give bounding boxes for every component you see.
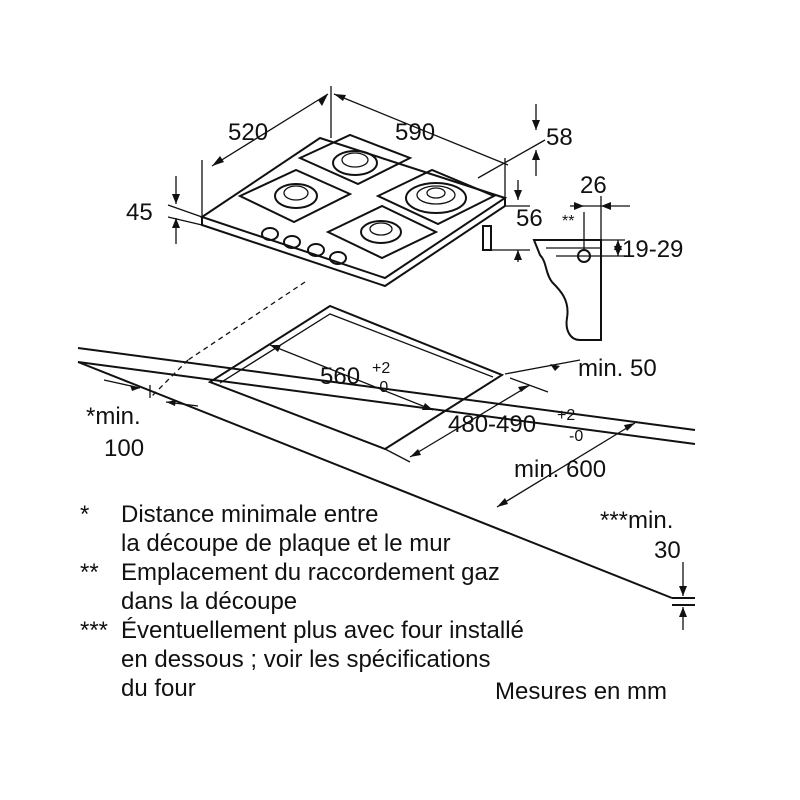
pan-support [297,133,413,186]
footnote-mark: * [80,501,90,528]
dim-underside-min-label: ***min. [600,507,673,534]
units-note: Mesures en mm [495,678,668,705]
pan-support [325,204,439,260]
dim-cutout-width-tol-plus: +2 [372,360,390,377]
burner [360,220,402,244]
burner [332,150,378,176]
dim-hob-front-height: 56 [516,205,543,232]
worktop [77,347,696,606]
dim-cutout-width-tol-minus: -0 [374,379,388,396]
gas-connection-marker: ** [562,213,574,230]
burner-cap [426,187,446,199]
dim-hob-depth: 520 [228,119,268,146]
footnote-text: Éventuellement plus avec four installé [121,617,524,644]
dim-gas-offset-range: 19-29 [622,236,683,263]
dim-cutout-depth: 480-490 [448,411,536,438]
dim-cutout-depth-tol-minus: -0 [569,428,583,445]
footnote: ** Emplacement du raccordement gaz dans … [80,558,620,616]
hob [199,133,508,288]
footnote-text: en dessous ; voir les spécifications [121,646,491,673]
dim-front-edge-min: min. 50 [578,355,657,382]
dim-hob-width: 590 [395,119,435,146]
dim-cutout-width: 560 [320,363,360,390]
burner [405,182,467,214]
dim-worktop-min-depth: min. 600 [514,456,606,483]
dim-cutout-depth-tol-plus: +2 [557,407,575,424]
burner [274,183,318,209]
control-knob [261,227,279,241]
dim-hob-thickness: 45 [126,199,153,226]
pan-support [375,168,497,226]
dim-hob-height-back: 58 [546,124,573,151]
footnote: * Distance minimale entre la découpe de … [80,500,620,558]
footnote-mark: *** [80,617,109,644]
footnote-text: Distance minimale entre [121,501,379,528]
burner-cap [416,185,456,205]
dim-wall-min-value: 100 [104,435,144,462]
footnote-mark: ** [80,559,99,586]
dim-underside-min-value: 30 [654,537,681,564]
dim-gas-offset-top: 26 [580,172,607,199]
worktop-cutout [207,304,505,451]
footnote-text: Emplacement du raccordement gaz [121,559,500,586]
control-knob [307,243,325,257]
control-knob [283,235,301,249]
projection-line [187,281,306,361]
footnote-text: dans la découpe [121,588,298,615]
gas-connection-detail [532,196,625,341]
control-knob [329,251,347,265]
footnote: *** Éventuellement plus avec four instal… [80,616,620,703]
projection-line [149,359,189,399]
pan-support [237,168,353,224]
footnote-text: du four [121,675,196,702]
footnote-text: la découpe de plaque et le mur [121,530,451,557]
footnotes: * Distance minimale entre la découpe de … [80,500,620,703]
burner-cap [341,152,369,168]
dim-wall-min-label: *min. [86,403,141,430]
gas-pipe [482,225,492,251]
burner-cap [369,222,393,236]
burner-cap [283,185,309,201]
